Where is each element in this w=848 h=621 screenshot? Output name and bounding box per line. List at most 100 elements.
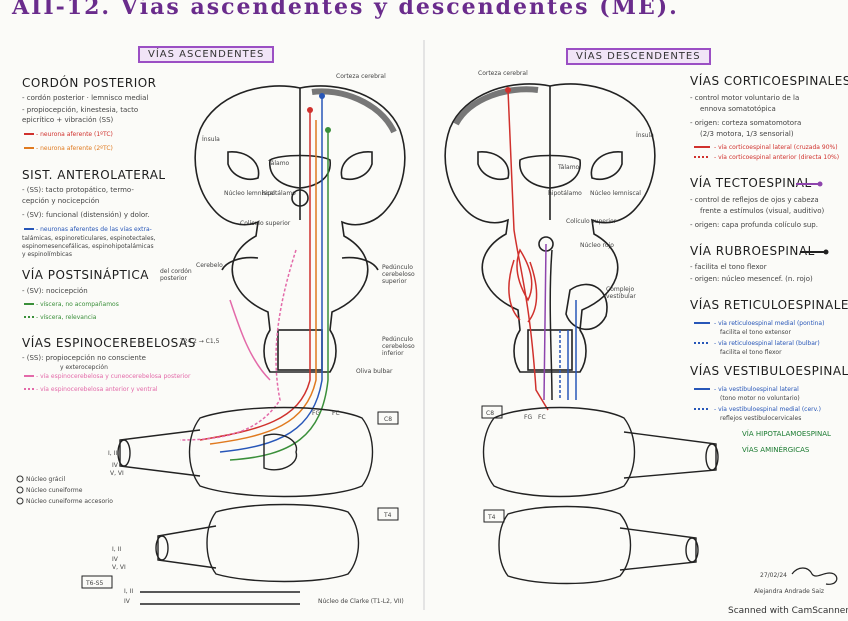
scanner-watermark: Scanned with CamScanner (728, 606, 848, 616)
vestibuloespinales-line: - vía vestibuloespinal medial (cerv.) (714, 406, 821, 413)
corticoespinales-line: - vía corticoespinal anterior (directa 1… (714, 154, 840, 161)
left-lamina-label: V, VI (110, 470, 124, 477)
left-t6s5-box (81, 575, 113, 589)
anterolateral-line: - (SV): funcional (distensión) y dolor. (22, 211, 150, 219)
right-descending-pathways (507, 89, 577, 411)
tectoespinal-line: - control de reflejos de ojos y cabeza (690, 196, 819, 204)
vestibuloespinales-line: (tono motor no voluntario) (720, 395, 800, 402)
left-spinal-c8 (117, 406, 374, 498)
reticuloespinales-heading: VÍAS RETICULOESPINALES (690, 298, 848, 312)
corticoespinales-line: ennova somatotópica (700, 105, 776, 113)
postsinaptica-line: - (SV): nocicepción (22, 287, 88, 295)
signature-scribble (791, 567, 838, 585)
hipotalamoespinal-heading: VÍA HIPOTALAMOESPINAL (742, 430, 831, 438)
left-ascending-dots (307, 93, 331, 133)
left-lamina-label: V, VI (112, 564, 126, 571)
left-lemniscal-label: Núcleo lemniscal (224, 190, 275, 197)
anterolateral-line: cepción y nocicepción (22, 197, 100, 205)
left-spinal-bottom (140, 591, 300, 605)
right-colliculus-label: Colículo superior (566, 218, 617, 225)
left-insula-label: Ínsula (202, 136, 220, 143)
right-talamo-label: Tálamo (558, 164, 580, 171)
tectoespinal-line: - origen: capa profunda colículo sup. (690, 221, 818, 229)
legend-nucleus: Núcleo cuneiforme accesorio (26, 498, 113, 505)
left-hipotalamo-label: hipotálamo (262, 190, 296, 197)
anterolateral-line: - (SS): tacto protopático, termo- (22, 186, 134, 194)
left-legend-swatches (16, 133, 34, 505)
postsinaptica-line: - víscera, relevancia (36, 314, 97, 321)
left-pedunculo-sup-label: Pedúnculo cerebeloso superior (382, 264, 415, 285)
page-title: AII-12. Vías ascendentes y descendentes … (12, 0, 679, 20)
reticuloespinales-line: - vía reticuloespinal medial (pontina) (714, 320, 825, 327)
right-t4-box (483, 509, 505, 523)
left-fc-label: FC (332, 410, 340, 417)
postsinaptica-heading: VÍA POSTSINÁPTICA (22, 268, 149, 282)
anterolateral-heading: SIST. ANTEROLATERAL (22, 168, 166, 182)
right-spinal-t4 (498, 505, 699, 585)
left-ascending-pathways (179, 96, 329, 461)
vestibuloespinales-line: - vía vestibuloespinal lateral (714, 386, 799, 393)
right-insula-label: Ínsula (636, 132, 654, 139)
left-oliva-label: Oliva bulbar (356, 368, 393, 375)
ascending-header: VÍAS ASCENDENTES (138, 46, 275, 63)
right-cortex-band (453, 86, 539, 126)
corticoespinales-line: - vía corticoespinal lateral (cruzada 90… (714, 144, 838, 151)
corticoespinales-line: - control motor voluntario de la (690, 94, 800, 102)
vestibuloespinales-line: reflejos vestibulocervicales (720, 415, 802, 422)
aminergicas-heading: VÍAS AMINÉRGICAS (742, 446, 810, 454)
cordon-posterior-line: - cordón posterior · lemnisco medial (22, 94, 149, 102)
rubroespinal-line: - origen: núcleo mesencef. (n. rojo) (690, 275, 813, 283)
vestibuloespinales-heading: VÍAS VESTIBULOESPINALES (690, 364, 848, 378)
reticuloespinales-line: facilita el tono extensor (720, 329, 791, 336)
corticoespinales-line: - origen: corteza somatomotora (690, 119, 802, 127)
right-c8-box (481, 405, 503, 419)
left-cerebelo-label: Cerebelo (196, 262, 223, 269)
espinocerebelosas-heading: VÍAS ESPINOCEREBELOSAS (22, 336, 196, 350)
signature-date: 27/02/24 (760, 572, 787, 579)
postsinaptica-note: del cordón posterior (160, 268, 192, 282)
right-cortex-dot (505, 87, 511, 93)
right-brain-outline (444, 83, 656, 373)
left-colliculus-label: Colículo superior (240, 220, 291, 227)
left-lamina-label: IV (112, 556, 118, 563)
left-lamina-label: I, II (112, 546, 122, 553)
corticoespinales-heading: VÍAS CORTICOESPINALES (690, 74, 848, 88)
corticoespinales-line: (2/3 motora, 1/3 sensorial) (700, 130, 794, 138)
tectoespinal-heading: VÍA TECTOESPINAL (690, 176, 812, 190)
right-legend-swatches (694, 146, 829, 410)
anterolateral-line: talámicas, espinoreticulares, espinotect… (22, 235, 156, 242)
anterolateral-line: espinomesencefálicas, espinohipotalámica… (22, 243, 154, 250)
right-lemniscal-label: Núcleo lemniscal (590, 190, 641, 197)
left-t6s5-label: T6-S5 (86, 580, 104, 587)
right-c8-label: C8 (486, 410, 495, 417)
signature-name: Alejandra Andrade Saiz (754, 588, 825, 595)
left-fg-label: FG (312, 410, 321, 417)
cordon-posterior-heading: CORDÓN POSTERIOR (22, 76, 157, 90)
left-c8-label: C8 (384, 416, 393, 423)
left-t4-label: T4 (384, 512, 392, 519)
espinocerebelosas-line: - vía espinocerebelosa anterior y ventra… (36, 386, 158, 393)
left-clarke-label: Núcleo de Clarke (T1-L2, VII) (318, 598, 404, 605)
tectoespinal-line: frente a estímulos (visual, auditivo) (700, 207, 825, 215)
left-c8-box (377, 411, 399, 425)
reticuloespinales-line: facilita el tono flexor (720, 349, 782, 356)
rubroespinal-line: - facilita el tono flexor (690, 263, 767, 271)
right-fc-label: FC (538, 414, 546, 421)
right-cortex-label: Corteza cerebral (478, 70, 528, 77)
cordon-posterior-line: - propiocepción, kinestesia, tacto (22, 106, 139, 114)
legend-nucleus: Núcleo cuneiforme (26, 487, 83, 494)
left-pedunculo-inf-label: Pedúnculo cerebeloso inferior (382, 336, 415, 357)
cordon-posterior-line: - neurona aferente (2ºTC) (36, 145, 113, 152)
left-small-note: T2-L2 → C1,5 (180, 338, 220, 345)
left-brain-outline (194, 85, 406, 373)
rubroespinal-heading: VÍA RUBROESPINAL (690, 244, 815, 258)
left-spinal-t4 (155, 503, 360, 583)
right-nucleo-rojo-label: Núcleo rojo (580, 242, 614, 249)
espinocerebelosas-line: - (SS): propiocepción no consciente (22, 354, 146, 362)
left-talamo-label: Tálamo (268, 160, 290, 167)
left-lamina-label: IV (124, 598, 130, 605)
left-lamina-label: I, II (108, 450, 118, 457)
anterolateral-line: - neuronas aferentes de las vías extra- (36, 226, 152, 233)
